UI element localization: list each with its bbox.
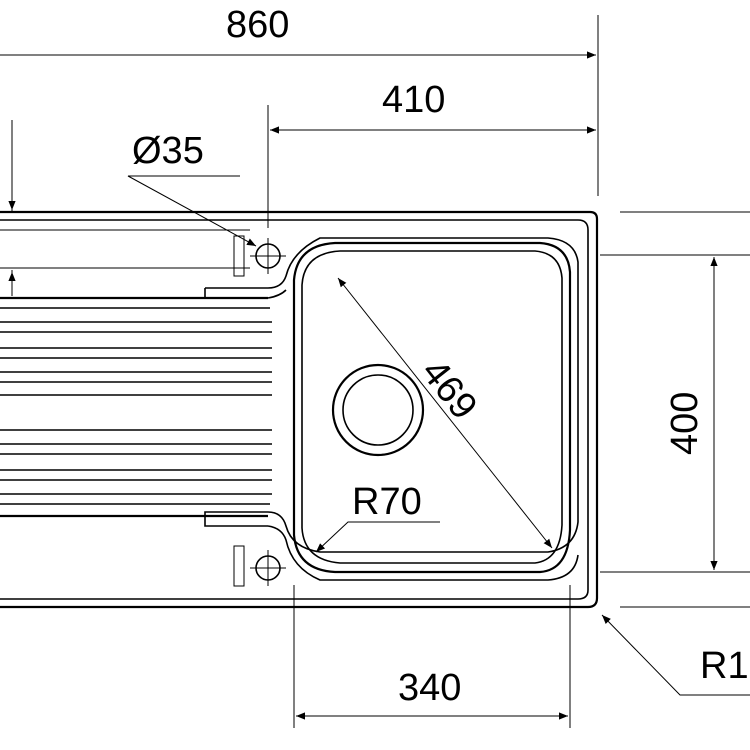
dim-right-width: 410 <box>382 79 445 121</box>
sink-outline <box>0 210 599 609</box>
dim-hole-diameter: Ø35 <box>132 130 204 172</box>
drain-hole <box>331 363 425 457</box>
drainer-ribs <box>0 296 272 518</box>
bowl-surround <box>204 237 579 581</box>
tap-hole-bottom <box>233 545 286 587</box>
dim-bowl-height: 400 <box>664 392 706 455</box>
tap-hole-top <box>233 235 286 277</box>
dim-diagonal: 469 <box>413 352 485 428</box>
dimension-lines <box>0 51 750 720</box>
dim-outer-radius: R1 <box>700 645 749 687</box>
dim-bowl-width: 340 <box>398 667 461 709</box>
sink-bowl <box>292 241 572 574</box>
dim-corner-radius: R70 <box>352 481 422 523</box>
dim-overall-width: 860 <box>226 4 289 46</box>
